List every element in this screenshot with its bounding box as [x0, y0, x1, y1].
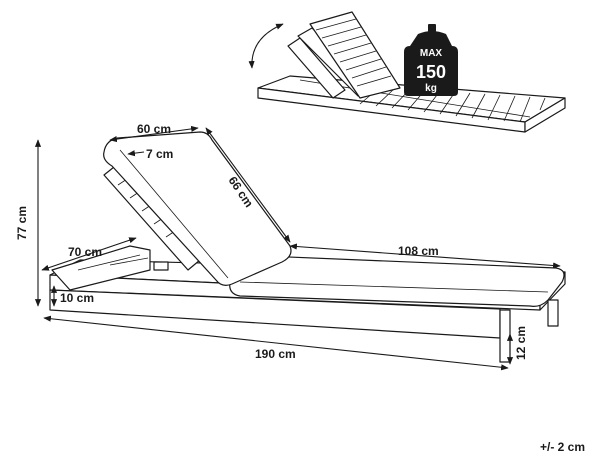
arrow-total-length	[43, 315, 509, 371]
dim-seat-length: 108 cm	[398, 244, 439, 258]
tolerance-note: +/- 2 cm	[540, 440, 585, 454]
arrow-backrest-length	[205, 127, 291, 243]
dim-footrest-length: 70 cm	[68, 245, 102, 259]
reclining-illustration	[248, 11, 566, 133]
dim-backrest-width: 60 cm	[137, 122, 171, 136]
arrow-backrest-gap	[127, 150, 145, 157]
dim-total-height: 77 cm	[15, 206, 29, 240]
dimension-arrows	[34, 125, 561, 371]
dim-leg-height: 12 cm	[514, 326, 528, 360]
weight-max-label: MAX	[420, 48, 443, 59]
rear-leg	[499, 309, 511, 363]
weight-value: 150	[416, 62, 446, 82]
weight-unit: kg	[425, 83, 437, 94]
rotate-arrow-icon	[248, 23, 284, 69]
weight-badge: MAX 150 kg	[404, 24, 458, 96]
front-leg	[547, 299, 559, 327]
arrow-footrest-length	[41, 237, 137, 271]
dim-base-height: 10 cm	[60, 291, 94, 305]
weight-icon	[404, 31, 458, 96]
weight-handle-icon	[428, 24, 436, 32]
dimension-labels: 60 cm 7 cm 66 cm 108 cm 77 cm 70 cm 10 c…	[15, 122, 585, 454]
arrow-seat-length	[289, 243, 561, 269]
arrow-backrest-width	[109, 125, 199, 143]
dim-backrest-gap: 7 cm	[146, 147, 173, 161]
dim-total-length: 190 cm	[255, 347, 296, 361]
